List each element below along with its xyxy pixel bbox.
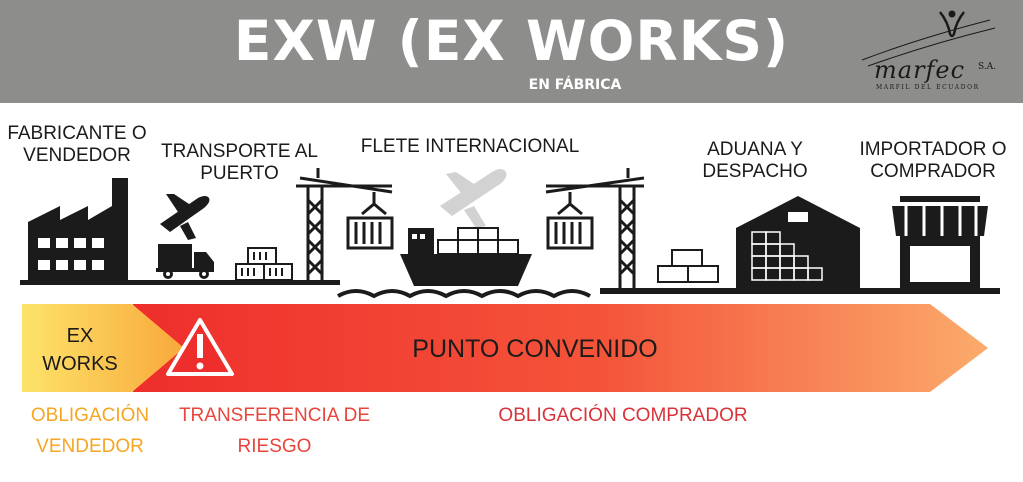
logo-suffix: S.A. — [978, 62, 997, 72]
stage-label-customs: ADUANA Y DESPACHO — [702, 139, 808, 182]
page-subtitle: EN FÁBRICA — [528, 77, 622, 93]
seller-arrow-band — [22, 304, 184, 392]
logistics-scene — [20, 168, 1000, 299]
seller-obligation-label: OBLIGACIÓN VENDEDOR — [30, 405, 150, 457]
logo-mark-icon — [861, 10, 996, 67]
warehouse-icon — [736, 196, 860, 288]
stage-label-seller: FABRICANTE O VENDEDOR — [7, 123, 147, 166]
logo-brand: marfec — [874, 56, 966, 84]
store-icon — [892, 196, 988, 288]
ship-icon — [337, 227, 591, 299]
crane-icon — [296, 168, 394, 282]
container-stack-right-icon — [657, 249, 719, 283]
arrow-start-label: EX WORKS — [42, 325, 118, 375]
crane-right-icon — [545, 168, 645, 290]
page-title: EXW (EX WORKS) — [233, 9, 790, 73]
stage-label-transport: TRANSPORTE AL PUERTO — [161, 141, 318, 184]
stage-label-buyer: IMPORTADOR O COMPRADOR — [859, 139, 1007, 182]
factory-icon — [28, 178, 128, 282]
risk-transfer-label: TRANSFERENCIA DE RIESGO — [178, 405, 371, 457]
plane-grey-icon — [440, 169, 507, 228]
header-banner: EXW (EX WORKS) EN FÁBRICA marfec S.A. MA… — [0, 0, 1023, 103]
logo-tagline: MARFIL DEL ECUADOR — [876, 84, 980, 91]
timeline-arrow — [22, 304, 988, 392]
arrow-main-label: PUNTO CONVENIDO — [412, 335, 658, 363]
company-logo: marfec S.A. MARFIL DEL ECUADOR — [860, 8, 1000, 98]
buyer-arrow-band — [133, 304, 988, 392]
plane-icon — [160, 194, 210, 240]
stage-label-freight: FLETE INTERNACIONAL — [360, 136, 580, 157]
truck-icon — [156, 244, 214, 279]
container-stack-icon — [235, 247, 293, 281]
buyer-obligation-label: OBLIGACIÓN COMPRADOR — [498, 405, 748, 426]
warning-icon — [166, 318, 234, 376]
